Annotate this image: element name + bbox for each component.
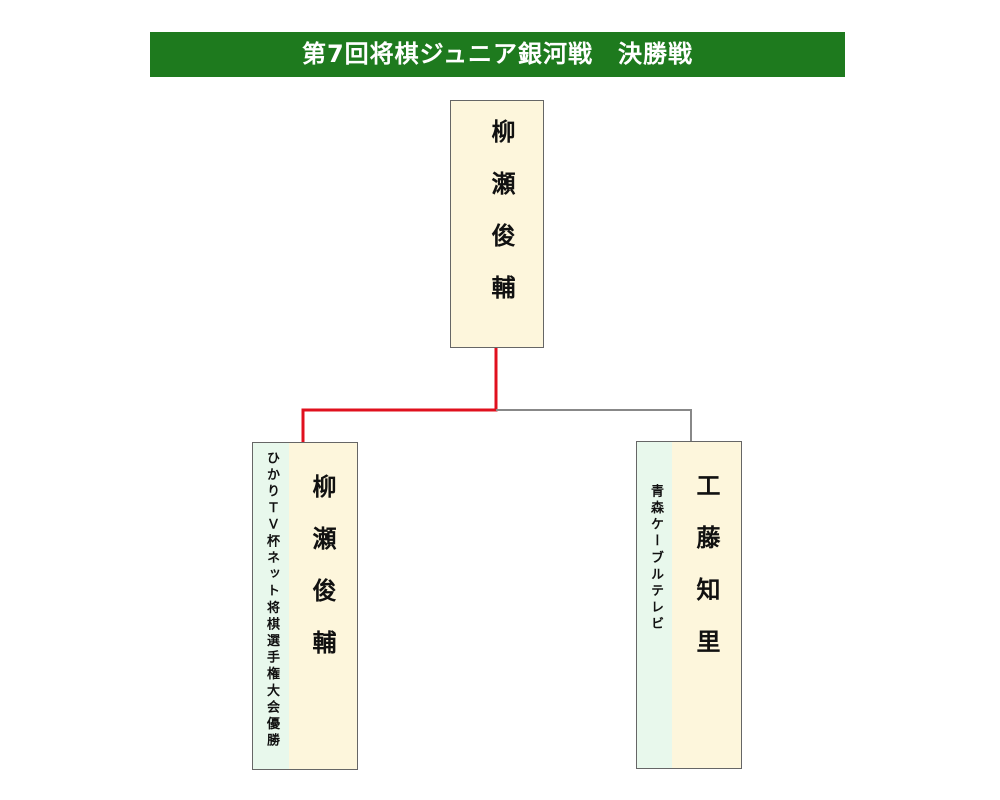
finalist-name: 工藤知里	[692, 473, 720, 681]
loser-path-line	[496, 409, 692, 441]
qualifier-text: ひかりＴＶ杯ネット将棋選手権大会優勝	[264, 451, 279, 750]
champion-box: 柳瀬俊輔	[450, 100, 544, 348]
qualifier-text: 青森ケーブルテレビ	[648, 484, 663, 634]
qualifier-column	[253, 443, 289, 769]
winner-path-line	[301, 347, 498, 442]
page-title: 第7回将棋ジュニア銀河戦 決勝戦	[150, 32, 845, 77]
qualifier-column	[637, 442, 672, 768]
champion-name: 柳瀬俊輔	[487, 119, 515, 327]
finalist-box-right: 青森ケーブルテレビ 工藤知里	[636, 441, 742, 769]
finalist-box-left: ひかりＴＶ杯ネット将棋選手権大会優勝 柳瀬俊輔	[252, 442, 358, 770]
finalist-name: 柳瀬俊輔	[308, 474, 336, 682]
